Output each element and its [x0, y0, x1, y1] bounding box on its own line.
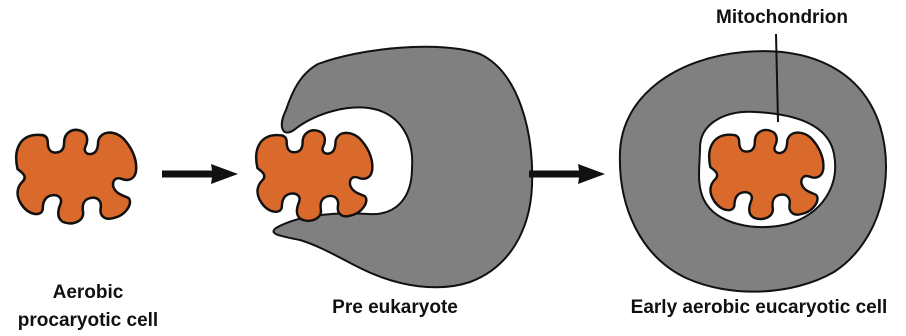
stage3-label: Early aerobic eucaryotic cell	[612, 294, 906, 322]
mitochondrion-shape	[709, 130, 823, 219]
stage1-label: Aerobic procaryotic cell	[0, 279, 176, 335]
pre-eukaryote	[256, 47, 532, 287]
stage1-label-line2: procaryotic cell	[0, 307, 176, 335]
early-eukaryote	[620, 34, 886, 292]
mitochondrion-label: Mitochondrion	[701, 4, 863, 32]
stage2-label: Pre eukaryote	[295, 294, 495, 322]
arrow-right-icon	[529, 164, 605, 184]
stage1-label-line1: Aerobic	[0, 279, 176, 307]
bacterium-shape	[256, 130, 372, 220]
arrow-right-icon	[162, 164, 238, 184]
aerobic-prokaryote	[16, 130, 136, 223]
bacterium-shape	[16, 130, 136, 223]
